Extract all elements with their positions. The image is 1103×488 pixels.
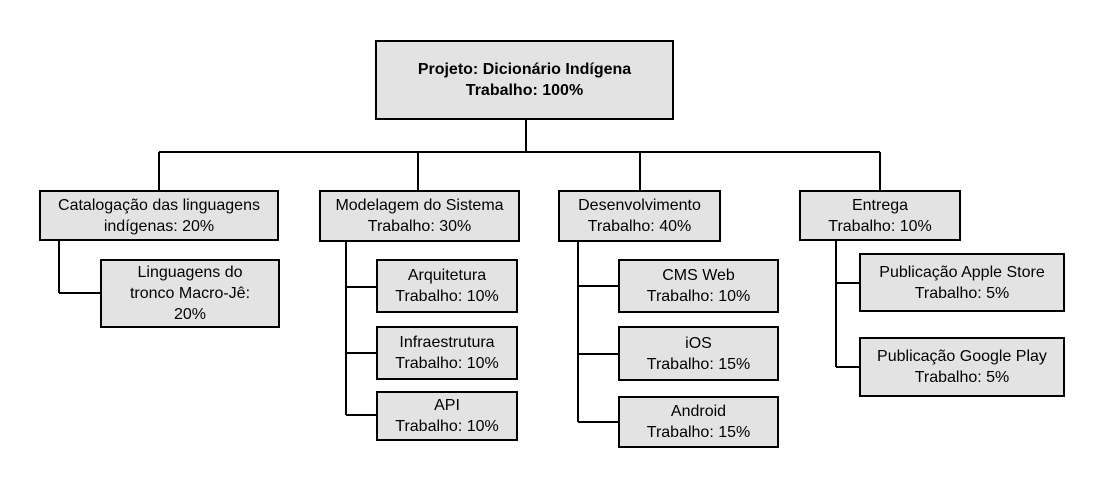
root-work: Trabalho: 100%: [465, 82, 584, 99]
node-work: Trabalho: 5%: [914, 284, 1010, 302]
node-work: Trabalho: 15%: [646, 424, 751, 441]
node-label: Modelagem do Sistema: [335, 197, 504, 214]
node-label-2: tronco Macro-Jê:: [129, 285, 251, 302]
node-work: Trabalho: 10%: [395, 288, 499, 305]
node-label: Android: [670, 403, 727, 420]
node-label: Arquitetura: [407, 267, 487, 284]
branch-node-catalogacao: Catalogação das linguagens indígenas: 20…: [39, 190, 279, 241]
node-label: API: [434, 397, 460, 414]
root-title: Projeto: Dicionário Indígena: [417, 61, 632, 78]
leaf-node-macro-je: Linguagens do tronco Macro-Jê: 20%: [100, 259, 280, 328]
node-work: Trabalho: 30%: [367, 218, 472, 235]
node-work: Trabalho: 15%: [646, 355, 751, 373]
node-label: Publicação Google Play: [877, 348, 1047, 365]
root-node: Projeto: Dicionário Indígena Trabalho: 1…: [375, 40, 674, 120]
node-work: Trabalho: 40%: [587, 218, 692, 235]
node-label: Publicação Apple Store: [879, 263, 1045, 281]
node-work: 20%: [173, 306, 206, 323]
node-work: indígenas: 20%: [103, 217, 215, 235]
node-work: Trabalho: 10%: [828, 217, 932, 235]
node-label: iOS: [685, 334, 712, 352]
node-work: Trabalho: 10%: [646, 288, 751, 305]
leaf-node-infraestrutura: Infraestrutura Trabalho: 10%: [376, 326, 518, 380]
node-label: Infraestrutura: [399, 334, 495, 351]
leaf-node-google-play: Publicação Google Play Trabalho: 5%: [859, 337, 1065, 397]
node-label: Desenvolvimento: [578, 197, 701, 214]
node-label: Linguagens do: [137, 264, 243, 281]
branch-node-modelagem: Modelagem do Sistema Trabalho: 30%: [319, 190, 520, 242]
node-label: Entrega: [851, 196, 909, 214]
leaf-node-ios: iOS Trabalho: 15%: [618, 326, 779, 381]
branch-node-entrega: Entrega Trabalho: 10%: [799, 190, 961, 241]
branch-node-desenvolvimento: Desenvolvimento Trabalho: 40%: [558, 190, 721, 242]
node-work: Trabalho: 5%: [914, 369, 1010, 386]
node-work: Trabalho: 10%: [395, 418, 499, 435]
leaf-node-cms-web: CMS Web Trabalho: 10%: [618, 259, 779, 313]
leaf-node-android: Android Trabalho: 15%: [618, 396, 779, 448]
leaf-node-arquitetura: Arquitetura Trabalho: 10%: [376, 259, 518, 313]
node-label: CMS Web: [662, 267, 735, 284]
node-work: Trabalho: 10%: [395, 355, 499, 372]
leaf-node-api: API Trabalho: 10%: [376, 391, 518, 441]
node-label: Catalogação das linguagens: [58, 196, 260, 214]
leaf-node-apple-store: Publicação Apple Store Trabalho: 5%: [859, 253, 1065, 312]
